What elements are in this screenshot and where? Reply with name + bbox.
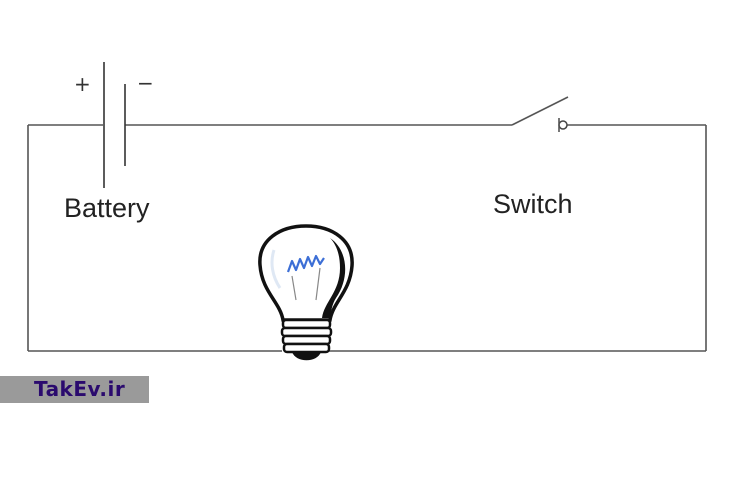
- battery-minus-sign: −: [137, 71, 154, 95]
- switch-contact: [558, 120, 568, 130]
- battery-symbol: + −: [74, 62, 154, 188]
- bulb-filament: [286, 254, 325, 273]
- switch-label: Switch: [493, 189, 573, 219]
- watermark-banner: TakEv.ir: [0, 376, 149, 403]
- bulb-filament-supports: [291, 267, 321, 301]
- battery-plus-sign: +: [74, 72, 91, 96]
- light-bulb-icon: [258, 224, 354, 361]
- battery-label: Battery: [64, 193, 150, 223]
- bulb-shade: [322, 238, 346, 318]
- bulb-glass: [258, 224, 354, 322]
- watermark-text: TakEv.ir: [34, 377, 126, 401]
- circuit-wires: [27, 124, 707, 352]
- switch-symbol: [511, 96, 569, 132]
- switch-lever: [511, 96, 569, 126]
- bulb-glare: [270, 249, 282, 289]
- bulb-base: [280, 318, 333, 361]
